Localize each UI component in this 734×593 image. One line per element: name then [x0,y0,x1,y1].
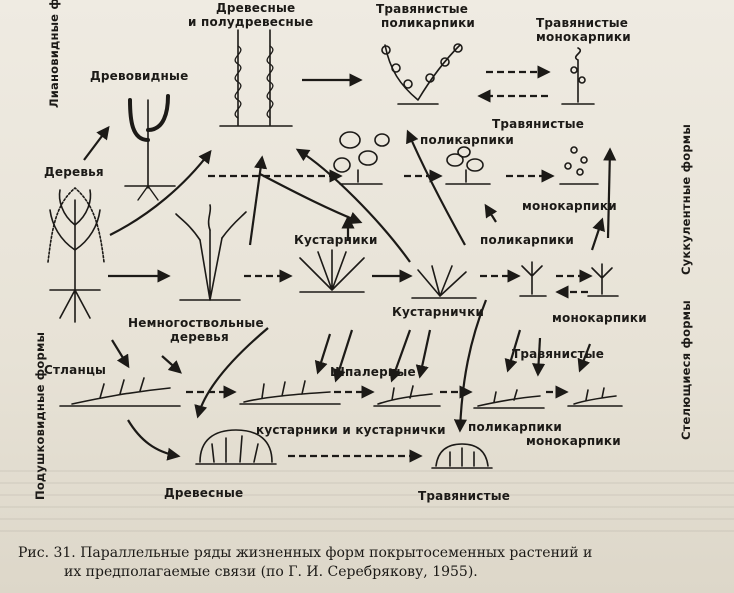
label-monocarpic-low: монокарпики [526,434,621,448]
succulent-mono-sketch [559,146,599,185]
cactus-sketch [124,94,176,201]
cushion-herb-sketch [431,443,493,469]
label-creeping-forms: Стелющиеся формы [679,300,693,440]
subshrub-sketch [411,265,477,299]
cushion-woody-sketch [195,429,277,465]
label-shrubs: Кустарники [294,233,378,247]
espalier-woody-sketch [239,380,341,405]
label-herbaceous-bottom: Травянистые [418,489,510,503]
label-elfin: Стланцы [44,363,106,377]
caption-line-2: их предполагаемые связи (по Г. И. Серебр… [64,564,478,580]
tree-sketch [47,186,105,323]
label-woody-1: Древесные [216,1,295,15]
succulent-poly-sketch [333,131,390,185]
label-herb-poly-top-1: Травянистые [376,2,468,16]
label-succulent-forms: Суккулентные формы [679,124,693,275]
herb-liana-mono-sketch [561,47,595,105]
label-polycarpic-low: поликарпики [468,420,562,434]
label-tree-like: Древовидные [90,69,188,83]
label-subshrubs: Кустарнички [392,305,484,319]
creeping-herb-mono-sketch [567,387,623,407]
succulent-poly-herb-sketch [445,146,491,185]
creeping-herb-poly-sketch [473,389,545,409]
espalier-shrub-sketch [373,385,441,407]
label-herb-poly-succ-2: поликарпики [420,133,514,147]
herb-liana-poly-sketch [381,43,463,105]
figure-caption: Рис. 31. Параллельные ряды жизненных фор… [18,544,718,582]
label-herb-mono-top-2: монокарпики [536,30,631,44]
label-liana-forms: Лиановидные формы [47,0,61,108]
label-few-stem-2: деревья [170,330,229,344]
label-trees: Деревья [44,165,104,179]
label-monocarpic-mid: монокарпики [552,311,647,325]
faded-background-text [0,470,734,540]
label-herbaceous-creep: Травянистые [512,347,604,361]
label-espalier: Шпалерные [330,365,416,379]
few-stem-tree-sketch [175,204,247,301]
label-mono-succ: монокарпики [522,199,617,213]
herb-poly-mid-sketch [519,261,547,297]
label-herb-poly-top-2: поликарпики [381,16,475,30]
herb-mono-mid-sketch [587,263,619,297]
label-herb-poly-succ-1: Травянистые [492,117,584,131]
caption-line-1: Рис. 31. Параллельные ряды жизненных фор… [18,545,593,561]
elfin-sketch [59,377,181,407]
arrows [83,65,617,463]
label-shrubs-subshrubs: кустарники и кустарнички [256,423,446,437]
label-few-stem-1: Немногоствольные [128,316,264,330]
label-woody-2: и полудревесные [188,15,313,29]
shrub-sketch [299,249,365,293]
liana-sketch [219,29,293,127]
label-woody-bottom: Древесные [164,486,243,500]
label-cushion-forms: Подушковидные формы [33,332,47,500]
label-polycarpic-mid: поликарпики [480,233,574,247]
label-herb-mono-top-1: Травянистые [536,16,628,30]
